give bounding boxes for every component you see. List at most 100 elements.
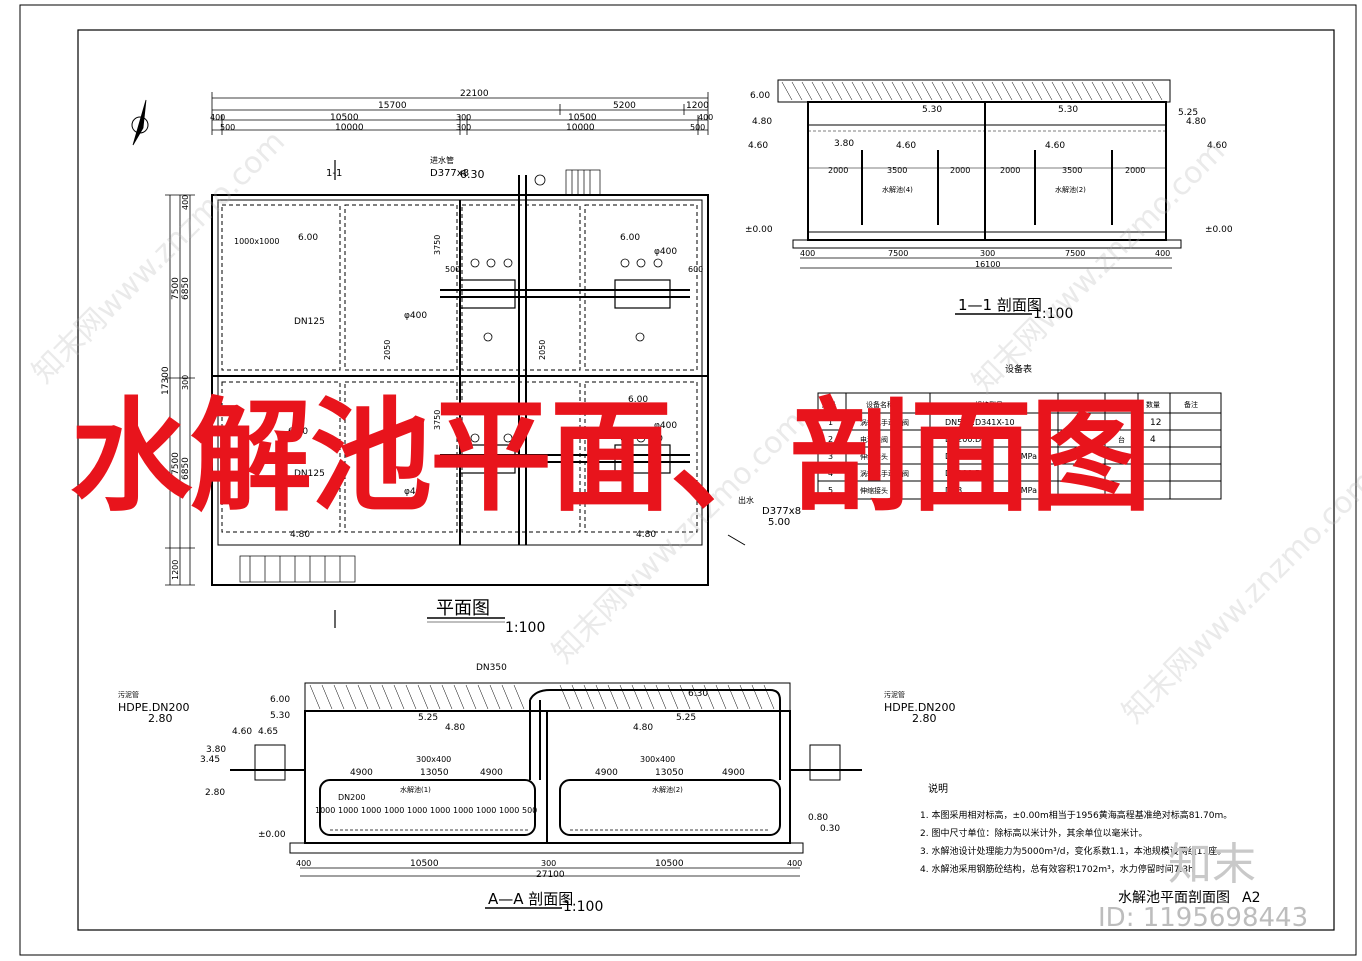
- s11-dim-2000b: 2000: [950, 166, 970, 175]
- aa-right-pipe-line3: 2.80: [912, 712, 937, 725]
- plan-label-3750b: 3750: [433, 410, 442, 430]
- section-a-a: [230, 682, 862, 877]
- plan-label-600a: 6.00: [298, 233, 318, 243]
- aa-label-pool2: 水解池(2): [652, 785, 683, 794]
- plan-label-600c: 6.00: [628, 395, 648, 405]
- s11-dim-3500a: 3500: [887, 166, 907, 175]
- table-row5-no: 5: [828, 486, 833, 495]
- aa-dim-4900c: 4900: [595, 768, 618, 778]
- plan-texts: 22100 15700 5200 1200 400 10500 300 1050…: [128, 89, 801, 636]
- s11-dim-3500b: 3500: [1062, 166, 1082, 175]
- plan-label-1000x1000: 1000x1000: [234, 237, 279, 246]
- s11-el-460a: 4.60: [748, 141, 768, 151]
- plan-dim-300b: 300: [456, 123, 471, 132]
- plan-dim-1200b: 1200: [171, 560, 180, 580]
- plan-dim-500b: 500: [690, 123, 705, 132]
- aa-el-380: 3.80: [206, 745, 226, 755]
- notes-item-1: 1. 本图采用相对标高，±0.00m相当于1956黄海高程基准绝对标高81.70…: [920, 809, 1232, 821]
- aa-el-000: ±0.00: [258, 830, 286, 840]
- plan-dim-500a: 500: [220, 123, 235, 132]
- outlet-pipe-label3: 5.00: [768, 517, 790, 528]
- table-row5-name: 伸缩接头: [860, 486, 888, 495]
- notes-item-3: 3. 水解池设计处理能力为5000m³/d，变化系数1.1，本池规模设两组11座…: [920, 845, 1226, 857]
- table-header-2: 规格型号: [975, 400, 1003, 409]
- s11-dim-7500a: 7500: [888, 249, 908, 258]
- aa-subdim-10: 500: [522, 806, 537, 815]
- plan-dim-400a: 400: [210, 113, 225, 122]
- aa-pipe-dn200a: DN200: [338, 793, 365, 802]
- equipment-table-texts: 设备表 序号 设备名称 规格型号 材料 单位 数量 备注 1 涡轮式手动蝶阀 D…: [822, 363, 1198, 495]
- plan-label-3750a: 3750: [433, 235, 442, 255]
- aa-dim-total: 27100: [536, 870, 565, 880]
- table-header-3: 材料: [1073, 400, 1087, 409]
- aa-subdim-9: 1000: [499, 806, 519, 815]
- s11-dim-2000a: 2000: [828, 166, 848, 175]
- aa-scale: 1:100: [563, 899, 603, 915]
- s11-el-460b: 4.60: [896, 141, 916, 151]
- aa-el-630: 6.30: [688, 689, 708, 699]
- title-block-name: 水解池平面剖面图: [1118, 890, 1230, 906]
- plan-dim-1200: 1200: [686, 101, 709, 111]
- aa-el-080: 0.80: [808, 813, 828, 823]
- table-row2-no: 2: [828, 435, 833, 444]
- aa-dim-13050a: 13050: [420, 768, 449, 778]
- plan-dim-10500b: 10500: [568, 113, 597, 123]
- outlet-pipe-label1: 出水: [738, 495, 754, 505]
- plan-dim-total: 22100: [460, 89, 489, 99]
- aa-dim-10500b: 10500: [655, 859, 684, 869]
- aa-subdim-8: 1000: [476, 806, 496, 815]
- aa-left-pipe-line2: HDPE.DN200: [118, 701, 190, 714]
- plan-dim-10000b: 10000: [566, 123, 595, 133]
- table-header-5: 数量: [1146, 400, 1160, 409]
- table-row4-name: 涡轮式手动蝶阀: [860, 469, 909, 478]
- s11-el-460c: 4.60: [1045, 141, 1065, 151]
- plan-label-480b: 4.80: [636, 530, 656, 540]
- table-row1-spec: DN500.D341X-10: [945, 418, 1015, 427]
- s11-el-600: 6.00: [750, 91, 770, 101]
- plan-label-phi400d: φ400: [654, 421, 677, 431]
- aa-dim-4900a: 4900: [350, 768, 373, 778]
- s11-dim-300: 300: [980, 249, 995, 258]
- s11-label-pool4: 水解池(4): [882, 185, 913, 194]
- aa-pipe-dn350: DN350: [476, 663, 507, 673]
- aa-subdim-3: 1000: [361, 806, 381, 815]
- table-row2-name: 电动蝶阀: [860, 435, 888, 444]
- table-row3-pressure: 1.0MPa: [1008, 452, 1037, 461]
- table-row1-qty: 12: [1150, 418, 1161, 428]
- aa-el-600: 6.00: [270, 695, 290, 705]
- aa-pipe-300x400b: 300x400: [640, 755, 675, 764]
- s11-scale: 1:100: [1033, 306, 1073, 322]
- aa-subdim-2: 1000: [338, 806, 358, 815]
- s11-dim-7500b: 7500: [1065, 249, 1085, 258]
- inlet-pipe-label1: 进水管: [430, 155, 454, 165]
- plan-label-dn125b: DN125: [294, 469, 325, 479]
- table-row1-no: 1: [828, 418, 833, 427]
- s11-el-460d: 4.60: [1207, 141, 1227, 151]
- plan-dim-7500b: 7500: [171, 452, 181, 475]
- plan-section-marker: 1-1: [326, 168, 342, 179]
- aa-el-460: 4.60: [232, 727, 252, 737]
- aa-dim-4900d: 4900: [722, 768, 745, 778]
- aa-el-345: 3.45: [200, 755, 220, 765]
- table-row3-no: 3: [828, 452, 833, 461]
- aa-label-pool1: 水解池(1): [400, 785, 431, 794]
- aa-dim-400b: 400: [787, 859, 802, 868]
- aa-dim-4900b: 4900: [480, 768, 503, 778]
- s11-dim-total: 16100: [975, 260, 1000, 269]
- plan-title: 平面图: [436, 598, 490, 619]
- plan-dim-10000a: 10000: [335, 123, 364, 133]
- table-header-6: 备注: [1184, 400, 1198, 409]
- aa-el-030: 0.30: [820, 824, 840, 834]
- notes-item-4: 4. 水解池采用钢筋砼结构，总有效容积1702m³，水力停留时间7.3h: [920, 863, 1194, 875]
- s11-dim-400a: 400: [800, 249, 815, 258]
- plan-label-dn125a: DN125: [294, 317, 325, 327]
- s11-label-pool2: 水解池(2): [1055, 185, 1086, 194]
- plan-dim-6850a: 6850: [181, 277, 191, 300]
- plan-dim-400c: 400: [181, 195, 190, 210]
- s11-el-000a: ±0.00: [745, 225, 773, 235]
- aa-left-pipe-line3: 2.80: [148, 712, 173, 725]
- plan-scale: 1:100: [505, 620, 545, 636]
- table-row4-spec: DN200.D34: [945, 469, 991, 478]
- aa-dim-400a: 400: [296, 859, 311, 868]
